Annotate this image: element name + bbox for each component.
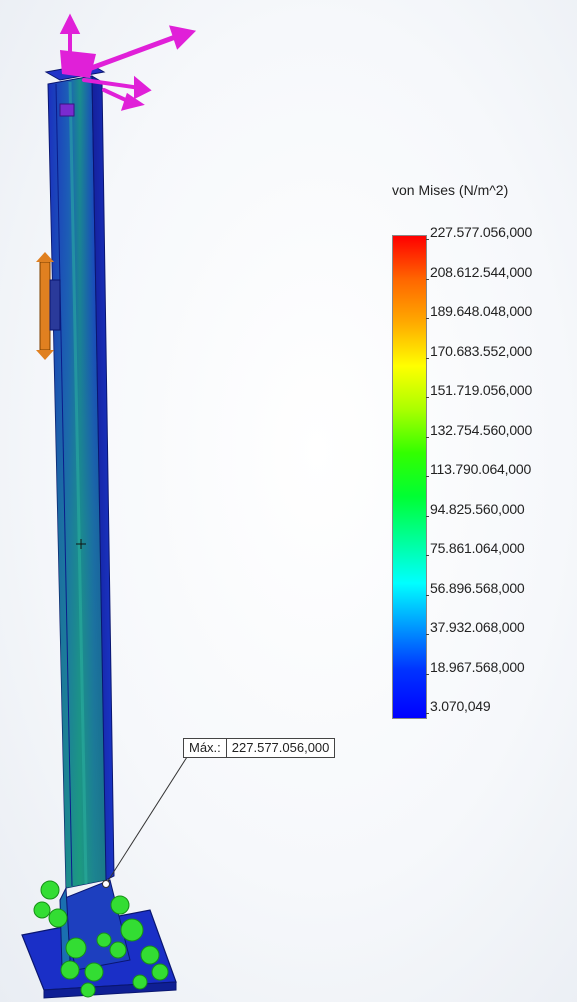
legend-label: 94.825.560,000: [426, 501, 525, 517]
legend-label: 170.683.552,000: [425, 343, 533, 359]
legend-label: 151.719.056,000: [425, 382, 533, 398]
max-label: Máx.:: [184, 739, 227, 757]
legend-label: 113.790.064,000: [425, 461, 532, 477]
max-value-callout[interactable]: Máx.: 227.577.056,000: [183, 738, 336, 758]
max-location-marker[interactable]: [102, 880, 110, 888]
legend-label: 227.577.056,000: [425, 224, 533, 240]
legend-label: 18.967.568,000: [426, 659, 525, 675]
fixture-markers: [33, 880, 169, 998]
legend-title: von Mises (N/m^2): [392, 182, 509, 198]
pole-body: [47, 75, 115, 889]
legend-label: 3.070,049: [425, 698, 491, 714]
legend-label: 75.861.064,000: [426, 540, 525, 556]
side-connector: [36, 252, 61, 360]
legend-label: 208.612.544,000: [425, 264, 533, 280]
max-leader-line: [105, 756, 188, 885]
legend-color-bar: [392, 235, 427, 719]
legend-labels: 227.577.056,000 208.612.544,000 189.648.…: [425, 224, 577, 724]
legend-label: 37.932.068,000: [426, 619, 525, 635]
load-arrows: [59, 13, 197, 111]
legend-label: 132.754.560,000: [425, 422, 533, 438]
max-value: 227.577.056,000: [231, 740, 330, 755]
legend-label: 56.896.568,000: [426, 580, 525, 596]
legend-label: 189.648.048,000: [425, 303, 533, 319]
